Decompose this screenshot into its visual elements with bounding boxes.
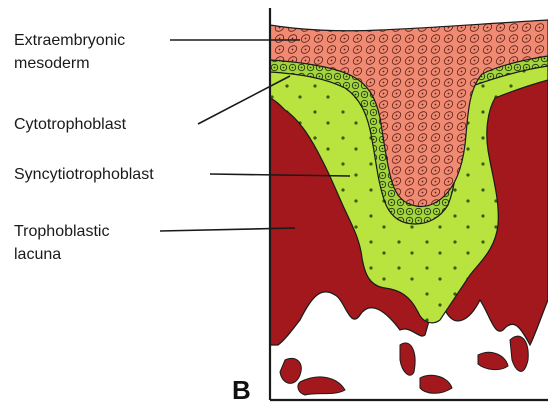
lacuna-fragment bbox=[478, 352, 508, 369]
label-syncytiotrophoblast: Syncytiotrophoblast bbox=[14, 166, 154, 183]
lacuna-fragment bbox=[298, 377, 345, 395]
label-lacuna: lacuna bbox=[14, 246, 61, 263]
label-extraembryonic: Extraembryonic bbox=[14, 32, 125, 49]
lacuna-fragment bbox=[420, 375, 452, 393]
panel-letter: B bbox=[232, 375, 251, 405]
label-mesoderm: mesoderm bbox=[14, 55, 90, 72]
lacuna-fragment bbox=[280, 358, 301, 383]
lacuna-fragment bbox=[510, 336, 528, 371]
label-cytotrophoblast: Cytotrophoblast bbox=[14, 116, 127, 133]
lacuna-fragment bbox=[400, 343, 415, 375]
label-trophoblastic: Trophoblastic bbox=[14, 223, 109, 240]
